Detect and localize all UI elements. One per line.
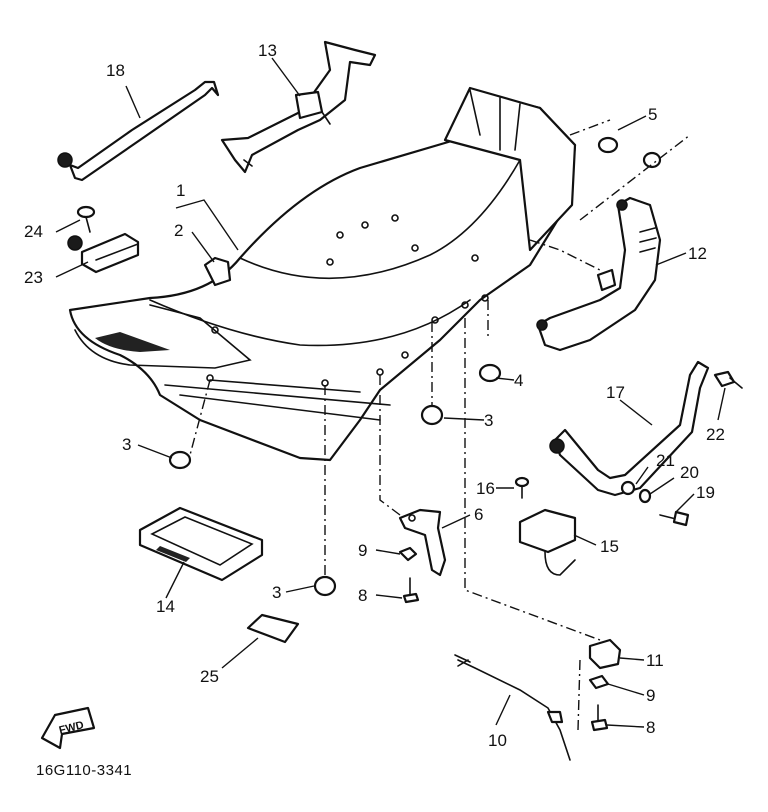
callout-4: 4 [514, 371, 523, 390]
callout-11: 11 [646, 651, 664, 670]
callout-14: 14 [156, 597, 175, 616]
seat-rear-hump [443, 86, 577, 252]
callout-numbers: 1 2 3 3 3 3 4 5 6 8 8 9 9 10 11 12 13 14… [24, 41, 725, 750]
leader-lines [55, 57, 726, 728]
callout-1: 1 [176, 181, 185, 200]
callout-10: 10 [488, 731, 507, 750]
callout-3c: 3 [272, 583, 281, 602]
callout-20: 20 [680, 463, 699, 482]
pad-25 [246, 613, 300, 644]
callout-18: 18 [106, 61, 125, 80]
callout-19: 19 [696, 483, 715, 502]
fwd-label: FWD [58, 719, 85, 737]
callout-15: 15 [600, 537, 619, 556]
bracket-6 [398, 508, 447, 577]
side-bar-17 [549, 360, 710, 497]
callout-23: 23 [24, 268, 43, 287]
seat-latch-tab [203, 256, 232, 287]
assembly-lines [189, 119, 691, 731]
seat-lock-23 [67, 232, 140, 274]
fasteners [398, 370, 743, 732]
callout-24: 24 [24, 222, 43, 241]
callout-9b: 9 [646, 686, 655, 705]
callout-5: 5 [648, 105, 657, 124]
callout-8b: 8 [646, 718, 655, 737]
fwd-arrow: FWD [40, 706, 96, 750]
lock-assembly-15 [518, 508, 577, 576]
callout-8a: 8 [358, 586, 367, 605]
drawing-code: 16G110-3341 [36, 762, 133, 779]
callout-21: 21 [656, 451, 675, 470]
damper-3-4 [168, 363, 502, 597]
callout-6: 6 [474, 505, 483, 524]
bolt-24 [76, 205, 96, 233]
damper-5 [597, 136, 662, 169]
bracket-11 [588, 638, 622, 670]
cable-10 [454, 654, 571, 761]
callout-3b: 3 [484, 411, 493, 430]
callout-12: 12 [688, 244, 707, 263]
callout-25: 25 [200, 667, 219, 686]
bracket-13 [220, 40, 377, 174]
grab-bar-12 [536, 196, 662, 352]
callout-13: 13 [258, 41, 277, 60]
seat-assembly [68, 86, 577, 462]
callout-17: 17 [606, 383, 625, 402]
callout-2: 2 [174, 221, 183, 240]
seat-mount-holes [206, 214, 489, 387]
callout-22: 22 [706, 425, 725, 444]
callout-3a: 3 [122, 435, 131, 454]
tray-14 [138, 506, 264, 582]
callout-9a: 9 [358, 541, 367, 560]
grab-bar-18 [57, 80, 220, 182]
callout-16: 16 [476, 479, 495, 498]
